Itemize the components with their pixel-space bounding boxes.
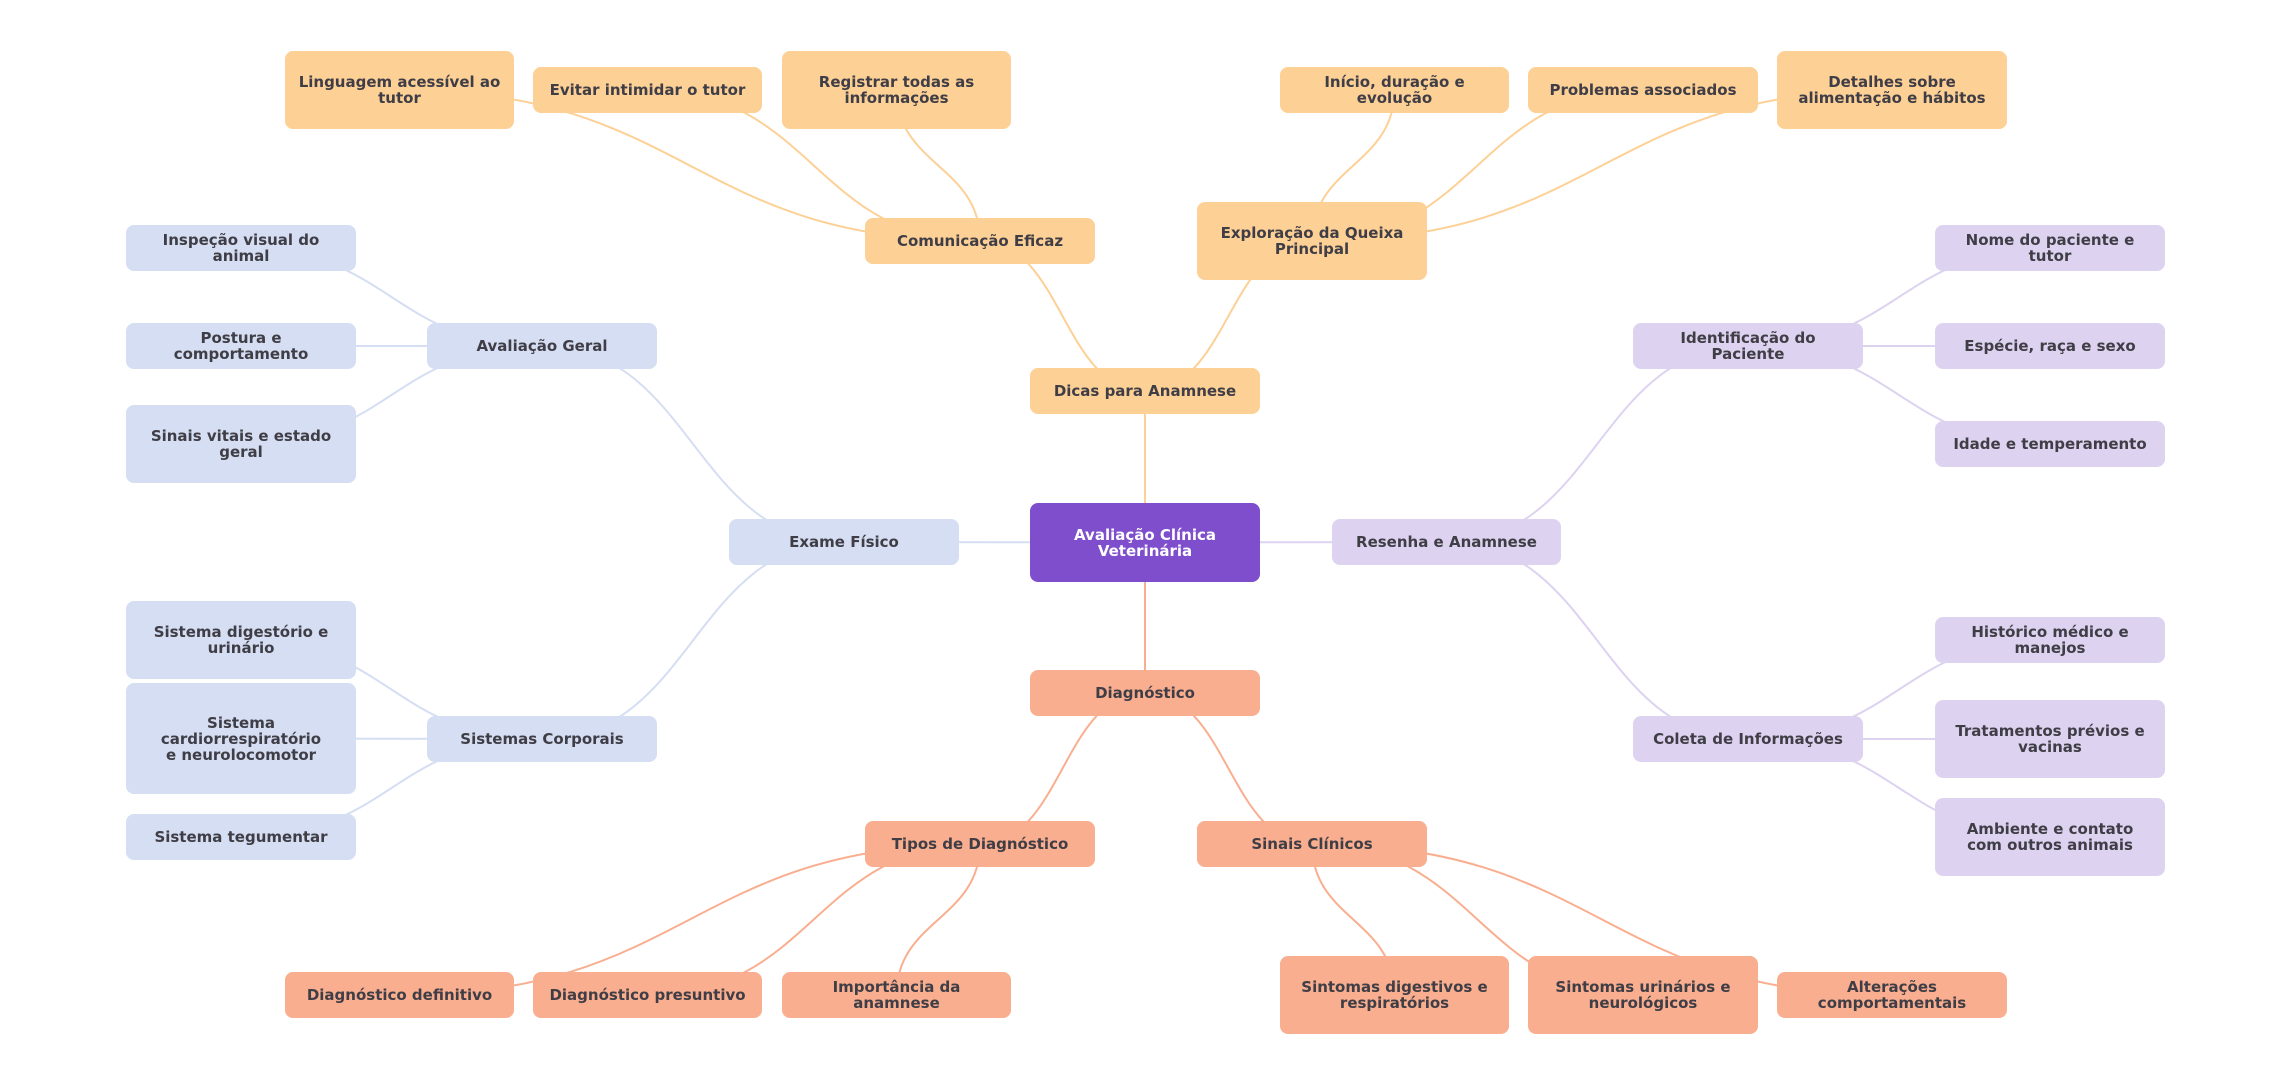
node-label: Início, duração e evolução [1324, 73, 1465, 107]
node-label: Sintomas digestivos e respiratórios [1301, 978, 1488, 1012]
node-especie-raca-sexo[interactable]: Espécie, raça e sexo [1935, 323, 2165, 369]
node-tipos-de-diagnostico[interactable]: Tipos de Diagnóstico [865, 821, 1095, 867]
node-label: Identificação do Paciente [1680, 329, 1816, 363]
node-label: Avaliação Geral [476, 337, 608, 355]
node-label: Sistemas Corporais [460, 730, 624, 748]
node-label: Sistema digestório e urinário [153, 623, 329, 657]
node-exame-fisico[interactable]: Exame Físico [729, 519, 959, 565]
node-label: Resenha e Anamnese [1356, 533, 1537, 551]
node-sintomas-digestivos[interactable]: Sintomas digestivos e respiratórios [1280, 956, 1509, 1034]
node-label: Sistema cardiorrespiratório e neurolocom… [160, 713, 322, 764]
node-detalhes-alimentacao[interactable]: Detalhes sobre alimentação e hábitos [1777, 51, 2007, 129]
node-label: Histórico médico e manejos [1971, 623, 2129, 657]
node-label: Comunicação Eficaz [896, 232, 1064, 250]
node-label: Sinais vitais e estado geral [150, 427, 332, 461]
node-comunicacao-eficaz[interactable]: Comunicação Eficaz [865, 218, 1095, 264]
node-diagnostico-definitivo[interactable]: Diagnóstico definitivo [285, 972, 514, 1018]
edge-resenha-coleta [1446, 541, 1749, 740]
node-evitar-intimidar[interactable]: Evitar intimidar o tutor [533, 67, 762, 113]
node-postura-comportamento[interactable]: Postura e comportamento [126, 323, 356, 369]
edge-tipos-importancia [895, 843, 981, 996]
node-label: Ambiente e contato com outros animais [1966, 820, 2134, 854]
node-diagnostico[interactable]: Diagnóstico [1030, 670, 1260, 716]
node-idade-temperamento[interactable]: Idade e temperamento [1935, 421, 2165, 467]
node-label: Sinais Clínicos [1251, 835, 1373, 853]
node-label: Idade e temperamento [1953, 435, 2147, 453]
node-avaliacao-geral[interactable]: Avaliação Geral [427, 323, 657, 369]
node-label: Nome do paciente e tutor [1965, 231, 2135, 265]
node-sistema-digestorio[interactable]: Sistema digestório e urinário [126, 601, 356, 679]
node-importancia-anamnese[interactable]: Importância da anamnese [782, 972, 1011, 1018]
node-historico-medico[interactable]: Histórico médico e manejos [1935, 617, 2165, 663]
node-label: Registrar todas as informações [818, 73, 975, 107]
node-sinais-clinicos[interactable]: Sinais Clínicos [1197, 821, 1427, 867]
node-label: Tipos de Diagnóstico [891, 835, 1069, 853]
node-coleta-informacoes[interactable]: Coleta de Informações [1633, 716, 1863, 762]
node-label: Diagnóstico definitivo [306, 986, 493, 1004]
node-sistema-tegumentar[interactable]: Sistema tegumentar [126, 814, 356, 860]
node-diagnostico-presuntivo[interactable]: Diagnóstico presuntivo [533, 972, 762, 1018]
node-identificacao-paciente[interactable]: Identificação do Paciente [1633, 323, 1863, 369]
node-label: Inspeção visual do animal [162, 231, 320, 265]
node-sinais-vitais[interactable]: Sinais vitais e estado geral [126, 405, 356, 483]
node-label: Coleta de Informações [1653, 730, 1843, 748]
node-sintomas-urinarios[interactable]: Sintomas urinários e neurológicos [1528, 956, 1758, 1034]
node-label: Espécie, raça e sexo [1964, 337, 2136, 355]
node-label: Detalhes sobre alimentação e hábitos [1798, 73, 1986, 107]
node-label: Sintomas urinários e neurológicos [1555, 978, 1731, 1012]
node-registrar-informacoes[interactable]: Registrar todas as informações [782, 51, 1011, 129]
node-sistemas-corporais[interactable]: Sistemas Corporais [427, 716, 657, 762]
node-linguagem-acessivel[interactable]: Linguagem acessível ao tutor [285, 51, 514, 129]
node-label: Tratamentos prévios e vacinas [1955, 722, 2145, 756]
node-label: Alterações comportamentais [1817, 978, 1967, 1012]
node-label: Diagnóstico presuntivo [549, 986, 746, 1004]
edge-resenha-identificacao [1446, 345, 1749, 543]
node-label: Exame Físico [789, 533, 899, 551]
node-sistema-cardiorrespiratorio[interactable]: Sistema cardiorrespiratório e neurolocom… [126, 683, 356, 794]
node-label: Linguagem acessível ao tutor [298, 73, 501, 107]
node-label: Evitar intimidar o tutor [549, 81, 746, 99]
node-label: Postura e comportamento [173, 329, 309, 363]
node-exploracao-da-queixa[interactable]: Exploração da Queixa Principal [1197, 202, 1427, 280]
node-label: Sistema tegumentar [154, 828, 328, 846]
edge-exame-avaliacao_geral [541, 345, 845, 543]
node-dicas-para-anamnese[interactable]: Dicas para Anamnese [1030, 368, 1260, 414]
node-alteracoes-comportamentais[interactable]: Alterações comportamentais [1777, 972, 2007, 1018]
node-resenha-anamnese[interactable]: Resenha e Anamnese [1332, 519, 1561, 565]
root-node-label: Avaliação Clínica Veterinária [1073, 525, 1217, 560]
node-nome-paciente-tutor[interactable]: Nome do paciente e tutor [1935, 225, 2165, 271]
node-label: Problemas associados [1549, 81, 1737, 99]
node-ambiente-contato[interactable]: Ambiente e contato com outros animais [1935, 798, 2165, 876]
node-label: Dicas para Anamnese [1053, 382, 1237, 400]
node-label: Importância da anamnese [832, 978, 961, 1012]
node-label: Diagnóstico [1095, 684, 1195, 702]
node-inicio-duracao-evolucao[interactable]: Início, duração e evolução [1280, 67, 1509, 113]
node-problemas-associados[interactable]: Problemas associados [1528, 67, 1758, 113]
edge-exame-sistemas [541, 541, 845, 740]
node-label: Exploração da Queixa Principal [1220, 224, 1404, 258]
node-tratamentos-previos[interactable]: Tratamentos prévios e vacinas [1935, 700, 2165, 778]
root-node[interactable]: Avaliação Clínica Veterinária [1030, 503, 1260, 582]
node-inspecao-visual[interactable]: Inspeção visual do animal [126, 225, 356, 271]
